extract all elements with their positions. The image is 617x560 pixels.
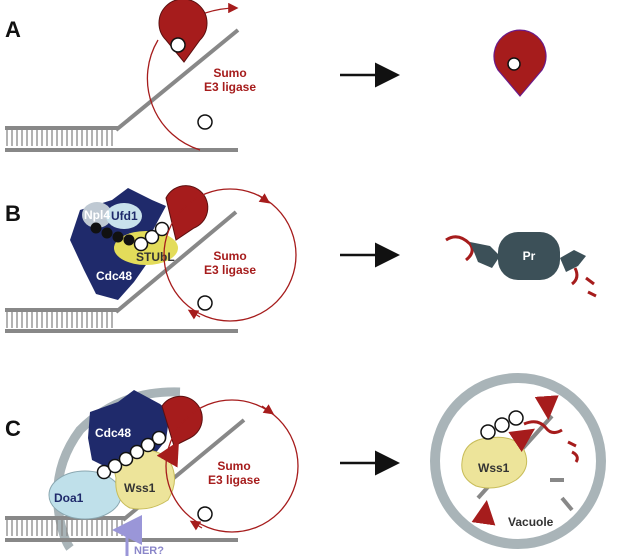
cleavage-arrow — [534, 395, 559, 420]
cleavage-arrow — [508, 428, 535, 452]
sumo-e3-ligase-b — [165, 185, 209, 241]
ner-label: NER? — [134, 545, 164, 557]
ligase-label-a-line2: E3 ligase — [204, 80, 256, 94]
ligase-circle-b — [163, 188, 297, 322]
vacuole — [430, 373, 606, 549]
cleavage-arrow — [471, 500, 496, 526]
peptide-fragment — [587, 290, 597, 298]
sumo-bead — [154, 221, 170, 237]
proteasome — [445, 232, 597, 298]
sumo-bead — [118, 451, 134, 467]
ubiquitin-bead — [90, 222, 102, 234]
stubl-label: STUbL — [136, 250, 175, 264]
peptide-fragment — [571, 450, 579, 463]
ligase-label-b-line2: E3 ligase — [204, 263, 256, 277]
ligase-circle-c — [165, 399, 299, 533]
ubiquitin-bead — [101, 227, 113, 239]
sumo-bead — [170, 37, 186, 53]
panel-a: A Sumo E3 ligase — [5, 0, 547, 152]
ligase-label-a-line1: Sumo — [213, 66, 246, 80]
sumo-bead — [96, 464, 112, 480]
sumo-e3-ligase-a — [158, 0, 208, 63]
sumo-bead — [107, 458, 123, 474]
sumo-bead — [197, 506, 213, 522]
proteasome-cap-left — [470, 242, 500, 268]
panel-b: B Npl4 Ufd1 STUbL Cdc48 — [5, 185, 597, 333]
sumo-bead — [133, 236, 149, 252]
cleavage-arrow — [156, 440, 179, 468]
panel-a-letter: A — [5, 17, 21, 42]
sumo-bead — [144, 229, 160, 245]
wss1-vacuole-label: Wss1 — [478, 461, 510, 475]
vacuole-label: Vacuole — [508, 515, 554, 529]
panel-c-letter: C — [5, 416, 21, 441]
released-ligase-a — [493, 29, 547, 97]
dna-fork-b — [5, 210, 238, 333]
sumo-bead — [151, 430, 167, 446]
sumo-bead — [197, 295, 213, 311]
cdc48-complex-c — [48, 390, 175, 520]
ufd1-shape — [106, 203, 142, 229]
sumo-bead — [140, 437, 156, 453]
ufd1-label: Ufd1 — [111, 209, 138, 223]
substrate-fragment — [445, 235, 474, 262]
npl4-shape — [82, 202, 112, 228]
panel-b-letter: B — [5, 201, 21, 226]
sumo-bead — [507, 57, 521, 71]
cdc48-label-c: Cdc48 — [95, 426, 131, 440]
proteasome-label: Pr — [523, 249, 536, 263]
sumo-e3-ligase-c — [161, 395, 203, 447]
panel-c: C Cdc48 Doa1 Wss1 — [5, 373, 606, 557]
proteasome-core — [498, 232, 560, 280]
ligase-label-c-line2: E3 ligase — [208, 473, 260, 487]
sumo-bead — [480, 424, 496, 440]
dna-fragment — [560, 496, 574, 512]
peptide-fragment — [567, 440, 577, 448]
ligase-label-c-line1: Sumo — [217, 459, 250, 473]
sumo-bead — [508, 410, 524, 426]
proteasome-cap-right — [560, 250, 586, 272]
cdc48-complex-b — [70, 188, 178, 300]
npl4-label: Npl4 — [84, 208, 110, 222]
peptide-fragment — [585, 276, 595, 286]
ubiquitin-bead — [112, 231, 124, 243]
peptide-fragment — [571, 267, 579, 286]
doa1-label: Doa1 — [54, 491, 84, 505]
substrate-fragment — [523, 420, 563, 435]
ligase-label-b-line1: Sumo — [213, 249, 246, 263]
ubiquitin-bead — [123, 234, 135, 246]
wss1-label: Wss1 — [124, 481, 156, 495]
sumo-bead — [129, 444, 145, 460]
sumo-bead — [197, 114, 213, 130]
cdc48-label-b: Cdc48 — [96, 269, 132, 283]
sumo-bead — [494, 417, 510, 433]
